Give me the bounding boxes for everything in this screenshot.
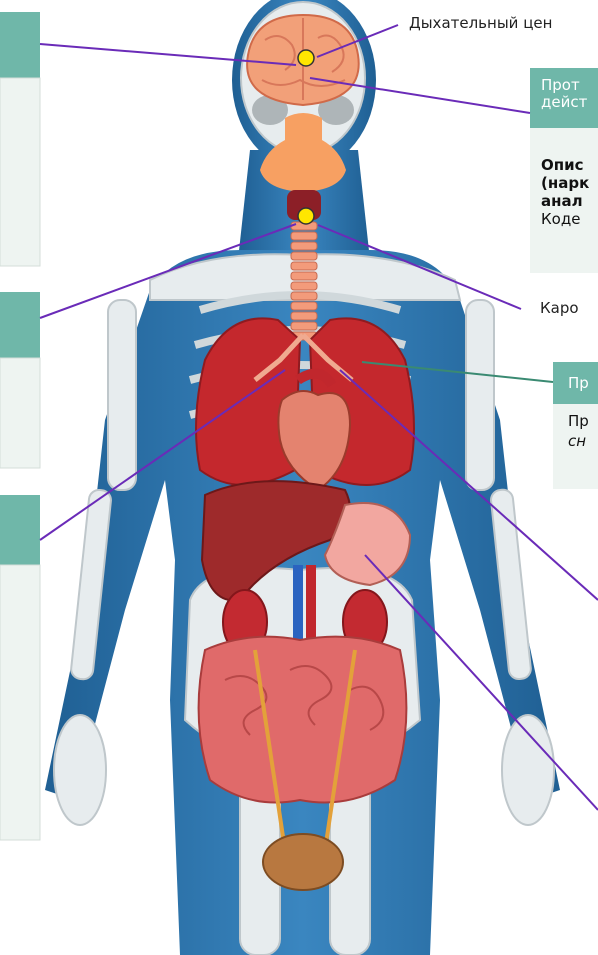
marker-brain xyxy=(298,50,314,66)
left-box-2 xyxy=(0,292,40,468)
box-mid-body-line2: сн xyxy=(568,432,586,450)
bladder xyxy=(263,834,343,890)
right-box-mid-text: Пр Пр сн xyxy=(553,362,598,489)
box-top-body-line4: Коде xyxy=(541,210,580,228)
marker-neck xyxy=(298,208,314,224)
box-mid-header: Пр xyxy=(568,375,589,392)
box-top-header-line1: Прот xyxy=(541,77,580,94)
box-top-body-line1: Опис xyxy=(541,156,584,174)
box-top-body-line3: анал xyxy=(541,192,583,210)
left-box-3 xyxy=(0,495,40,840)
carotid-label: Каро xyxy=(540,299,579,317)
right-box-top-text: Прот дейст Опис (нарк анал Коде xyxy=(530,68,598,273)
intestines xyxy=(199,637,407,803)
respiratory-center-label: Дыхательный цен xyxy=(409,14,552,32)
left-box-1 xyxy=(0,12,40,266)
box-mid-body-line1: Пр xyxy=(568,412,589,430)
box-top-body-line2: (нарк xyxy=(541,174,589,192)
box-top-header-line2: дейст xyxy=(541,94,587,111)
